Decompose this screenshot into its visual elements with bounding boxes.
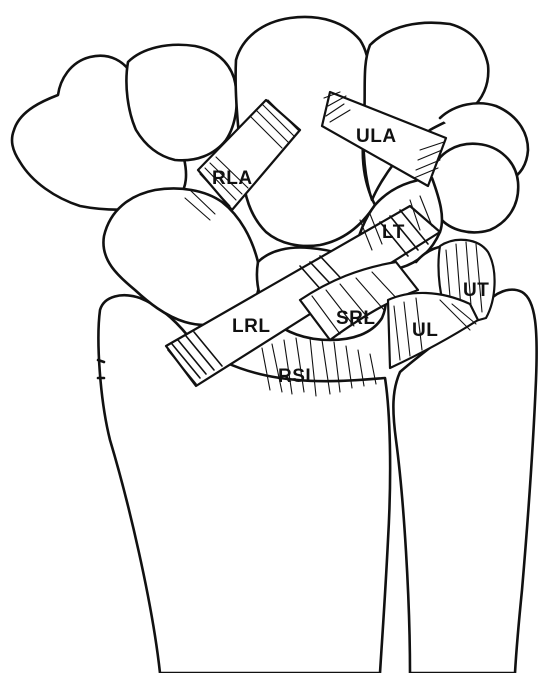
label-ul: UL bbox=[412, 320, 438, 341]
label-rsl: RSL bbox=[278, 366, 318, 387]
pisiform-bone bbox=[430, 144, 518, 233]
label-ut: UT bbox=[463, 280, 489, 301]
label-lrl: LRL bbox=[232, 316, 270, 337]
label-ula: ULA bbox=[356, 126, 397, 147]
label-rla: RLA bbox=[212, 168, 253, 189]
label-srl: SRL bbox=[336, 308, 376, 329]
label-lt: LT bbox=[382, 222, 405, 243]
